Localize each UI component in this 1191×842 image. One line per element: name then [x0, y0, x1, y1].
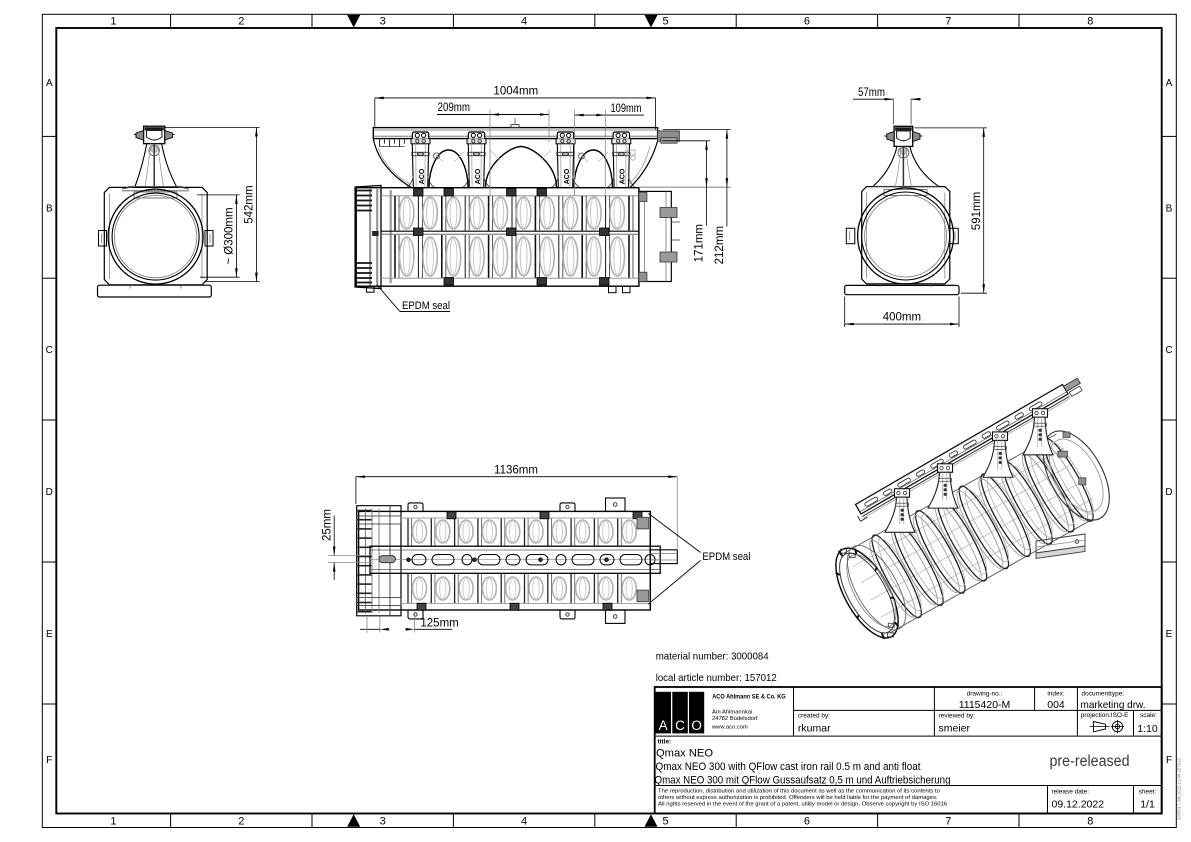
- svg-text:125mm: 125mm: [420, 617, 458, 629]
- svg-text:B: B: [1166, 203, 1173, 214]
- svg-text:C: C: [46, 345, 53, 356]
- svg-text:1115420-M: 1115420-M: [959, 699, 1011, 711]
- svg-text:projection:ISO-E: projection:ISO-E: [1081, 712, 1129, 719]
- svg-text:3255017-3M-2022-12-09-157012: 3255017-3M-2022-12-09-157012: [1177, 758, 1182, 820]
- svg-text:1:10: 1:10: [1137, 723, 1158, 735]
- svg-text:400mm: 400mm: [883, 312, 921, 324]
- svg-text:25mm: 25mm: [322, 509, 334, 541]
- svg-text:Am Ahlmannkai: Am Ahlmannkai: [712, 710, 752, 716]
- svg-text:ACO: ACO: [475, 168, 482, 184]
- svg-text:E: E: [1166, 629, 1173, 640]
- svg-text:A: A: [659, 718, 668, 733]
- svg-text:004: 004: [1047, 699, 1065, 711]
- svg-text:Qmax NEO: Qmax NEO: [656, 748, 713, 760]
- svg-text:A: A: [46, 78, 53, 89]
- svg-text:209mm: 209mm: [438, 102, 471, 114]
- svg-text:E: E: [46, 629, 53, 640]
- svg-text:2: 2: [238, 16, 244, 28]
- svg-text:release date:: release date:: [1052, 789, 1090, 796]
- svg-text:109mm: 109mm: [611, 103, 642, 115]
- svg-text:1136mm: 1136mm: [494, 464, 538, 476]
- svg-text:5: 5: [662, 816, 668, 828]
- svg-text:5: 5: [662, 16, 668, 28]
- svg-text:marketing drw.: marketing drw.: [1081, 699, 1146, 711]
- svg-text:ACO Ahlmann SE & Co. KG: ACO Ahlmann SE & Co. KG: [712, 694, 786, 701]
- svg-text:material number: 3000084: material number: 3000084: [656, 651, 769, 663]
- svg-text:ACO: ACO: [620, 168, 627, 184]
- svg-text:reviewed by:: reviewed by:: [939, 713, 976, 720]
- svg-text:B: B: [46, 203, 53, 214]
- svg-text:591mm: 591mm: [971, 192, 983, 230]
- svg-text:D: D: [1165, 487, 1172, 498]
- svg-text:212mm: 212mm: [714, 226, 726, 264]
- svg-text:sheet:: sheet:: [1139, 789, 1157, 796]
- svg-text:C: C: [675, 718, 685, 733]
- svg-text:pre-released: pre-released: [1050, 753, 1130, 770]
- svg-text:F: F: [46, 755, 52, 766]
- svg-text:2: 2: [238, 816, 244, 828]
- svg-text:smeier: smeier: [939, 723, 971, 735]
- svg-text:ACO: ACO: [564, 168, 571, 184]
- svg-text:6: 6: [804, 816, 810, 828]
- svg-text:1: 1: [110, 816, 116, 828]
- svg-text:C: C: [1165, 345, 1172, 356]
- svg-text:title:: title:: [658, 739, 672, 746]
- svg-text:drawing-no.:: drawing-no.:: [967, 691, 1003, 698]
- svg-text:3: 3: [380, 16, 386, 28]
- svg-text:4: 4: [521, 16, 527, 28]
- svg-text:www.aco.com: www.aco.com: [711, 724, 748, 730]
- svg-text:3: 3: [380, 816, 386, 828]
- svg-text:24782 Büdelsdorf: 24782 Büdelsdorf: [712, 716, 758, 722]
- svg-text:rkumar: rkumar: [798, 723, 831, 735]
- svg-text:O: O: [691, 718, 702, 733]
- svg-text:The reproduction, distribution: The reproduction, distribution and utili…: [658, 789, 941, 795]
- svg-text:09.12.2022: 09.12.2022: [1052, 799, 1105, 811]
- svg-text:others without express authori: others without express authorization is …: [658, 795, 938, 801]
- svg-text:A: A: [1166, 78, 1173, 89]
- svg-text:7: 7: [945, 16, 951, 28]
- svg-text:8: 8: [1087, 16, 1093, 28]
- svg-text:scale:: scale:: [1140, 712, 1157, 719]
- svg-text:~ Ø300mm: ~ Ø300mm: [224, 207, 236, 264]
- svg-text:7: 7: [945, 816, 951, 828]
- svg-text:4: 4: [521, 816, 527, 828]
- svg-text:F: F: [1166, 755, 1172, 766]
- svg-text:All rights reserved in the eve: All rights reserved in the event of the …: [658, 802, 948, 808]
- svg-text:EPDM seal: EPDM seal: [402, 300, 450, 312]
- svg-text:index:: index:: [1047, 691, 1065, 698]
- svg-text:542mm: 542mm: [244, 185, 256, 223]
- svg-text:1004mm: 1004mm: [493, 86, 538, 98]
- svg-text:local article number: 157012: local article number: 157012: [656, 672, 777, 684]
- svg-text:6: 6: [804, 16, 810, 28]
- svg-text:Qmax NEO 300 mit QFlow Gussauf: Qmax NEO 300 mit QFlow Gussaufsatz 0,5 m…: [655, 775, 951, 787]
- svg-text:171mm: 171mm: [694, 224, 706, 262]
- svg-text:57mm: 57mm: [858, 87, 885, 99]
- svg-text:D: D: [46, 487, 53, 498]
- svg-text:EPDM seal: EPDM seal: [702, 551, 750, 563]
- svg-text:documenttype:: documenttype:: [1082, 691, 1125, 698]
- svg-text:created by:: created by:: [798, 713, 830, 720]
- svg-text:ACO: ACO: [419, 168, 426, 184]
- svg-text:8: 8: [1087, 816, 1093, 828]
- svg-text:Qmax NEO 300 with QFlow cast i: Qmax NEO 300 with QFlow cast iron rail 0…: [656, 761, 921, 773]
- svg-text:1: 1: [110, 16, 116, 28]
- svg-text:1/1: 1/1: [1140, 799, 1155, 811]
